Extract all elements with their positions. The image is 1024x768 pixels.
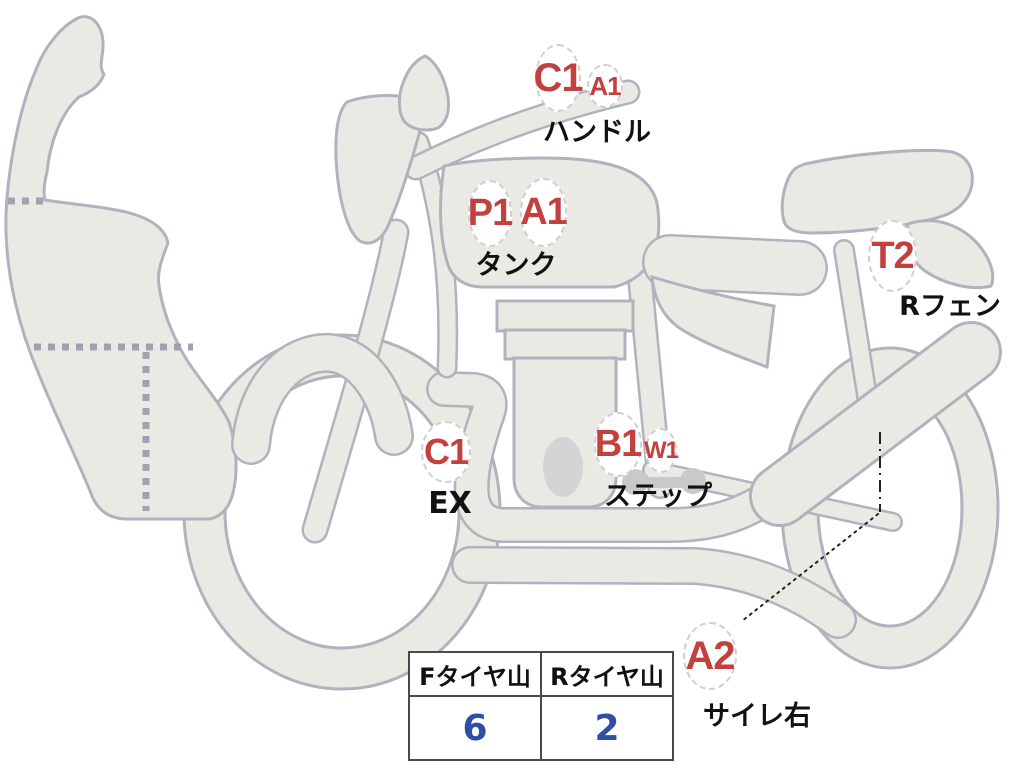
engine-cylinder bbox=[503, 328, 627, 361]
tire-table-header-front: Fタイヤ山 bbox=[408, 651, 542, 697]
marker-handlebar-c1: C1 bbox=[533, 44, 584, 112]
meter-visor bbox=[397, 54, 450, 132]
marker-rear-fender-t2: T2 bbox=[868, 220, 917, 292]
foot-step-right bbox=[680, 468, 706, 494]
marker-step-b1: B1 bbox=[594, 412, 642, 477]
tire-table-header-rear: Rタイヤ山 bbox=[540, 651, 674, 697]
rear-fender bbox=[905, 219, 995, 290]
clutch-cover bbox=[543, 437, 583, 497]
engine-crankcase bbox=[512, 356, 618, 509]
seat bbox=[780, 149, 974, 235]
label-handlebar: ハンドル bbox=[543, 117, 651, 148]
label-exhaust: EX bbox=[428, 486, 472, 521]
front-cowl bbox=[4, 15, 238, 521]
marker-tank-p1: P1 bbox=[468, 180, 513, 247]
engine-head bbox=[495, 299, 635, 333]
label-rear-fender: Rフェン bbox=[899, 291, 1001, 322]
tire-tread-table: Fタイヤ山 Rタイヤ山 6 2 bbox=[408, 651, 674, 761]
tire-table-value-front: 6 bbox=[408, 695, 542, 761]
foot-step-left bbox=[622, 469, 648, 495]
label-step: ステップ bbox=[604, 481, 712, 512]
marker-step-w1: W1 bbox=[644, 428, 679, 473]
marker-silencer-a2: A2 bbox=[683, 622, 737, 690]
marker-tank-a1: A1 bbox=[520, 178, 568, 247]
tire-table-value-rear: 2 bbox=[540, 695, 674, 761]
marker-exhaust-c1: C1 bbox=[421, 421, 471, 483]
marker-handlebar-a1: A1 bbox=[587, 64, 623, 108]
label-tank: タンク bbox=[475, 250, 557, 281]
side-cover bbox=[650, 274, 776, 370]
label-silencer-right: サイレ右 bbox=[703, 701, 811, 732]
silencer-leader-dotted bbox=[741, 513, 879, 622]
